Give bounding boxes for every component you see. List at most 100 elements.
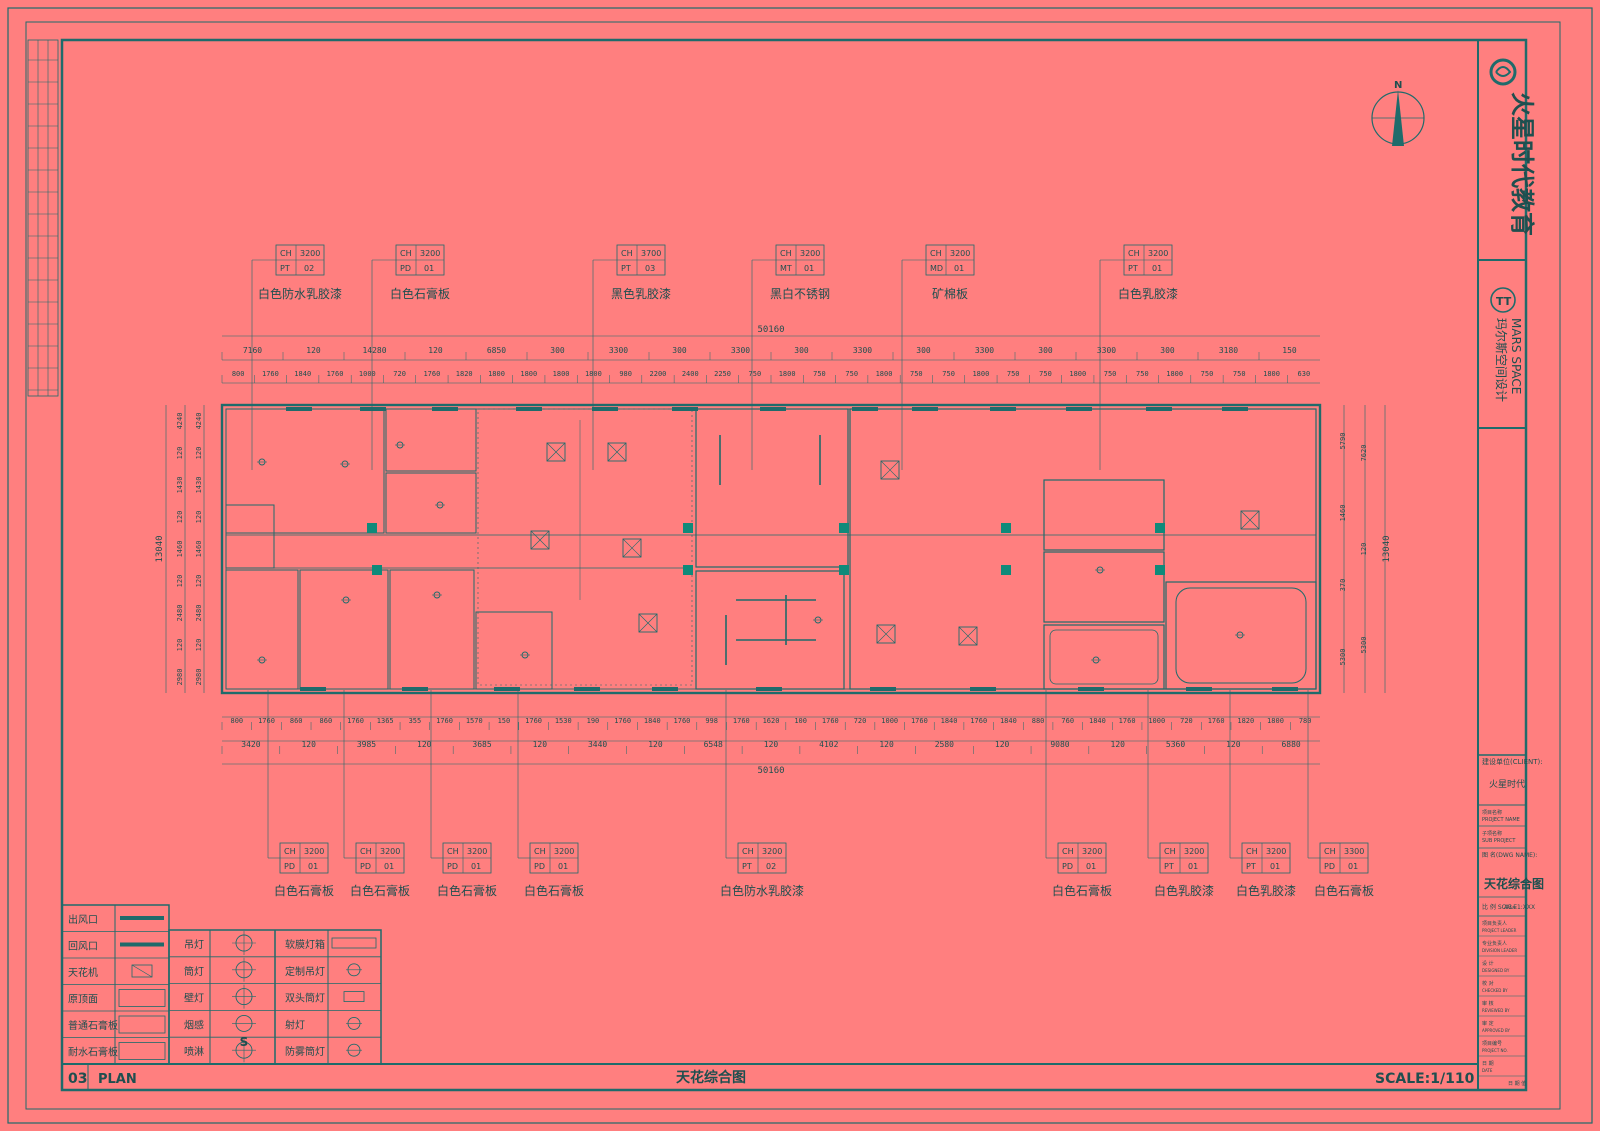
dimension-value: 300 — [1038, 346, 1053, 355]
air-vent — [1186, 687, 1212, 691]
client-label: 建设单位(CLIENT): — [1482, 757, 1543, 766]
tag-code: CH — [280, 249, 292, 258]
sheet-scale: SCALE:1/110 — [1375, 1071, 1475, 1087]
legend-label: 天花机 — [68, 966, 98, 979]
structural-column — [1155, 565, 1165, 575]
title-block-row-cn: 校 对 — [1482, 980, 1494, 987]
dimension-value: 120 — [1226, 740, 1241, 749]
air-vent — [402, 687, 428, 691]
north-arrow: N — [1371, 80, 1425, 146]
legend-symbol-fog-downlight — [346, 1043, 362, 1057]
downlight-fixture — [520, 651, 530, 659]
dimension-value: 1840 — [941, 717, 958, 725]
dimension-value: 120 — [301, 740, 316, 749]
tag-code: CH — [742, 847, 754, 856]
dimension-value: 5790 — [1339, 433, 1347, 450]
dimension-value: 120 — [879, 740, 894, 749]
dimension-value: 1760 — [822, 717, 839, 725]
tag-label: 白色石膏板 — [350, 883, 410, 898]
dimension-value: 860 — [320, 717, 333, 725]
title-block-row-en: DESIGNED BY — [1482, 968, 1510, 973]
legend-symbol-wall-lamp — [232, 984, 256, 1009]
dimension-value: 120 — [306, 346, 321, 355]
dimension-value: 1800 — [1166, 370, 1183, 378]
downlight-fixture — [432, 591, 442, 599]
tag-material-code: PD — [534, 862, 545, 871]
dimension-value: 300 — [916, 346, 931, 355]
tag-label: 白色石膏板 — [274, 883, 334, 898]
dimension-value: 300 — [672, 346, 687, 355]
legend-label: 射灯 — [285, 1019, 305, 1031]
dimension-value: 750 — [1136, 370, 1149, 378]
dimension-value: 1460 — [176, 541, 184, 558]
dimension-value: 4102 — [819, 740, 838, 749]
air-vent — [574, 687, 600, 691]
dimension-value: 120 — [417, 740, 432, 749]
title-block-row-cn: 项目负责人 — [1482, 920, 1507, 927]
dimension-value: 1760 — [970, 717, 987, 725]
dimension-value: 1840 — [644, 717, 661, 725]
air-vent — [360, 407, 386, 411]
downlight-fixture — [1091, 656, 1101, 664]
dimension-value: 1800 — [585, 370, 602, 378]
dimension-value: 355 — [409, 717, 422, 725]
custom-pendant-fixture — [607, 442, 627, 462]
tag-label: 黑白不锈钢 — [770, 286, 830, 301]
legend-symbol-ac-unit — [131, 964, 153, 978]
tag-material-code: PD — [400, 264, 411, 273]
custom-pendant-fixture — [1240, 510, 1260, 530]
dimension-value: 120 — [195, 639, 203, 652]
floor-plan — [220, 403, 1322, 695]
dimension-value: 3300 — [975, 346, 994, 355]
tag-code: CH — [284, 847, 296, 856]
legend-symbol-vent-return — [120, 942, 164, 947]
legend-label: 筒灯 — [184, 965, 204, 978]
legend-symbol-wr-gypsum — [118, 1042, 166, 1060]
tag-code: CH — [1128, 249, 1140, 258]
dimension-value: 120 — [176, 511, 184, 524]
dimension-value: 9080 — [1050, 740, 1069, 749]
air-vent — [1066, 407, 1092, 411]
dimension-value: 6850 — [487, 346, 506, 355]
custom-pendant-fixture — [958, 626, 978, 646]
dimension-value: 1840 — [1000, 717, 1017, 725]
dimension-value: 720 — [1180, 717, 1193, 725]
tag-material-code: PT — [742, 862, 752, 871]
legend-label: 吊灯 — [184, 939, 204, 951]
downlight-fixture — [813, 616, 823, 624]
dimension-value: 3300 — [1097, 346, 1116, 355]
dimension-value: 3300 — [853, 346, 872, 355]
dimension-value: 1800 — [779, 370, 796, 378]
tag-code: CH — [1324, 847, 1336, 856]
tag-height: 3700 — [641, 249, 661, 258]
air-vent — [912, 407, 938, 411]
downlight-fixture — [1095, 566, 1105, 574]
tag-material-code: PT — [1164, 862, 1174, 871]
project-label-cn: 项目名称 — [1482, 809, 1502, 816]
mars-logo-mark: TT — [1496, 295, 1512, 308]
dimension-value: 150 — [498, 717, 511, 725]
dimension-value: 1000 — [359, 370, 376, 378]
dimension-value: 1530 — [555, 717, 572, 725]
air-vent — [286, 407, 312, 411]
legend: 出风口回风口天花机原顶面普通石膏板耐水石膏板吊灯筒灯壁灯烟感喷淋S软膜灯箱定制吊… — [61, 904, 382, 1065]
downlight-fixture — [341, 596, 351, 604]
dimension-value: 120 — [176, 447, 184, 460]
dimension-value: 2980 — [176, 669, 184, 686]
tag-label: 白色石膏板 — [437, 883, 497, 898]
tag-code: CH — [447, 847, 459, 856]
title-block-row-cn: 审 定 — [1482, 1020, 1494, 1027]
tag-material-no: 02 — [304, 264, 314, 273]
tag-material-no: 01 — [308, 862, 318, 871]
tag-height: 3300 — [1344, 847, 1364, 856]
brand-logo: 火星时代教育 — [1489, 58, 1536, 236]
